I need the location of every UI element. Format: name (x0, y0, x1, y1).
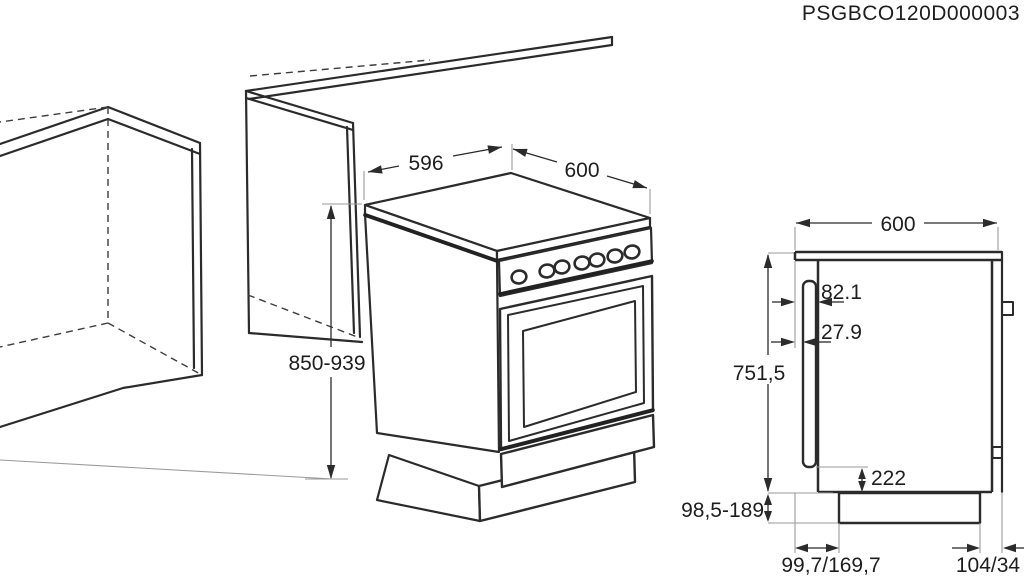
cooker-drawer-front (499, 413, 656, 489)
dim-plinth-inset-front: 99,7/169,7 (781, 493, 881, 577)
rear-connection-box (1001, 301, 1014, 316)
control-panel-bottom-edge (498, 259, 654, 296)
oven-door-frame (507, 285, 645, 442)
dim-side-depth-600: 600 (794, 213, 999, 250)
oven-door-window (522, 300, 637, 428)
knob-icon (553, 259, 571, 275)
knob-icon (510, 269, 528, 285)
dim-label-plinth-inset-rear: 104/34 (956, 554, 1021, 577)
dim-label-plinth-inset-front: 99,7/169,7 (781, 554, 880, 577)
dim-label-top-width: 596 (408, 152, 443, 175)
side-plinth (837, 491, 982, 525)
dim-label-front-offset-b: 27.9 (821, 321, 862, 344)
oven-door-bottom-edge (499, 408, 655, 451)
dim-label-plinth-height: 98,5-189 (681, 499, 764, 522)
knob-icon (623, 244, 641, 260)
dim-label-front-offset-a: 82.1 (821, 281, 862, 304)
cooker-isometric (363, 171, 656, 523)
dim-top-width-596: 596 (363, 144, 513, 200)
rear-bracket (991, 446, 1003, 459)
dim-label-bottom-rear: 222 (871, 467, 906, 490)
knob-icon (606, 248, 624, 264)
floor-reference-line (0, 459, 334, 480)
dim-body-height-751: 751,5 (733, 252, 833, 494)
control-knobs (510, 244, 641, 285)
side-door-profile (801, 279, 818, 469)
dim-plinth-height-98: 98,5-189 (681, 494, 838, 524)
cooker-plinth-side (375, 453, 482, 523)
cooker-side-view (793, 250, 1014, 553)
cabinet-adjacent-outline (244, 35, 614, 344)
dim-bottom-rear-222: 222 (816, 466, 906, 492)
dim-label-height: 850-939 (288, 352, 365, 375)
knob-icon (588, 252, 606, 268)
dim-label-body-height: 751,5 (733, 362, 786, 385)
dim-plinth-inset-rear: 104/34 (952, 523, 1024, 577)
dim-label-top-depth: 600 (564, 159, 599, 182)
drawing-code: PSGBCO120D000003 (802, 2, 1020, 25)
cabinet-left-outline (0, 105, 204, 429)
dim-front-offset-27: 27.9 (771, 321, 862, 347)
dim-height-850-939: 850-939 (288, 203, 366, 480)
dim-front-offset-82: 82.1 (772, 261, 862, 348)
dim-label-side-depth: 600 (880, 213, 915, 236)
dim-top-depth-600: 600 (512, 148, 651, 214)
